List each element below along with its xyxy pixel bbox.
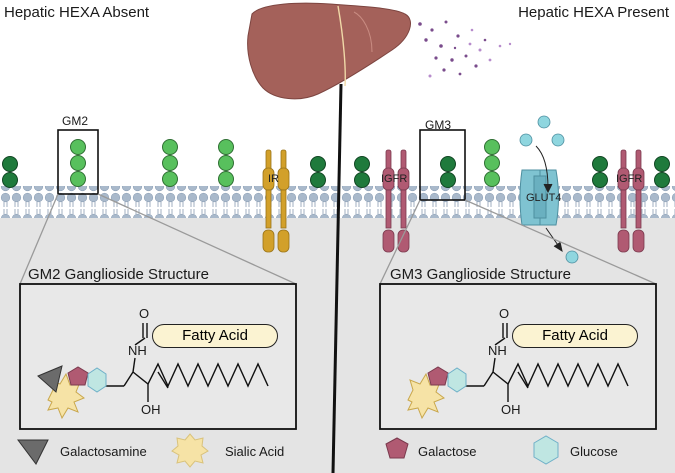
igfr-receptor-icon <box>617 149 645 253</box>
glucose-transport-arrow <box>535 145 563 253</box>
gm3-highlight-box <box>419 129 466 201</box>
panel-divider <box>331 83 343 473</box>
left-panel-title: Hepatic HEXA Absent <box>4 4 150 21</box>
zoom-connector-lines <box>19 193 657 285</box>
legend-glucose-label: Glucose <box>570 444 618 459</box>
gm3-box-label: GM3 <box>425 118 452 132</box>
gm2-amine-label: NH <box>128 343 147 358</box>
gm3-glycan-icon <box>354 156 370 188</box>
galactose-icon <box>67 366 89 386</box>
igfr-label-2: IGFR <box>616 173 643 185</box>
igfr-label: IGFR <box>381 173 408 185</box>
galactose-icon <box>427 366 449 386</box>
gm3-molecule <box>464 323 629 402</box>
legend-galactosamine-icon <box>17 439 49 465</box>
liver-icon <box>247 2 411 100</box>
gm3-glycan-icon <box>592 156 608 188</box>
gm2-highlight-box <box>57 129 99 195</box>
gm2-hydroxyl-label: OH <box>141 402 161 417</box>
legend-sialic-acid-icon <box>171 433 209 468</box>
gm2-glycan-icon <box>70 139 86 187</box>
gm2-glycan-icon <box>484 139 500 187</box>
legend-sialic-acid-label: Sialic Acid <box>225 444 285 459</box>
glucose-molecule-icon <box>519 115 579 264</box>
gm3-glycan-icon <box>2 156 18 188</box>
glut4-transporter-icon <box>519 169 559 226</box>
gm2-glycan-icon <box>218 139 234 187</box>
glucose-icon <box>447 367 467 393</box>
legend-galactose-icon <box>385 437 409 459</box>
insulin-receptor-icon <box>262 149 290 253</box>
galactosamine-icon <box>37 365 63 393</box>
gm2-fatty-acid-pill: Fatty Acid <box>152 324 278 348</box>
glucose-icon <box>87 367 107 393</box>
gm2-molecule <box>104 323 269 402</box>
hormone-particles-icon <box>418 20 512 78</box>
gm3-glycan-icon <box>440 156 456 188</box>
gm3-fatty-acid-pill: Fatty Acid <box>512 324 638 348</box>
gm3-glycan-icon <box>310 156 326 188</box>
legend-glucose-icon <box>533 435 559 465</box>
gm2-glycan-icon <box>162 139 178 187</box>
gm3-glycan-icon <box>654 156 670 188</box>
gm2-box-label: GM2 <box>62 114 89 128</box>
ir-label: IR <box>268 173 279 185</box>
gm2-structure-title: GM2 Ganglioside Structure <box>28 266 209 283</box>
right-panel-title: Hepatic HEXA Present <box>518 4 669 21</box>
gm3-carbonyl-label: O <box>499 306 510 321</box>
gm2-carbonyl-label: O <box>139 306 150 321</box>
gm3-amine-label: NH <box>488 343 507 358</box>
igfr-receptor-icon <box>382 149 410 253</box>
legend-galactose-label: Galactose <box>418 444 477 459</box>
legend-galactosamine-label: Galactosamine <box>60 444 147 459</box>
glut4-label: GLUT4 <box>526 192 562 204</box>
gm3-hydroxyl-label: OH <box>501 402 521 417</box>
gm3-structure-title: GM3 Ganglioside Structure <box>390 266 571 283</box>
